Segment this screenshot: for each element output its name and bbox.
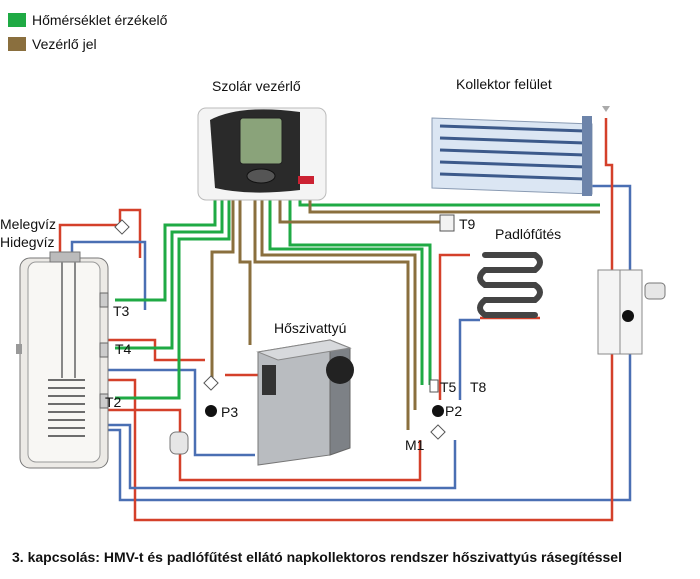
- figure-caption: 3. kapcsolás: HMV-t és padlófűtést ellát…: [12, 549, 622, 565]
- legend-item-temperature: Hőmérséklet érzékelő: [8, 12, 167, 28]
- wiring: [115, 198, 600, 430]
- pipe-mixer-cold: [108, 423, 457, 490]
- sensor-wire-collector: [298, 198, 600, 207]
- label-sensor-t4: T4: [115, 341, 132, 357]
- label-sensor-t9: T9: [459, 216, 476, 232]
- solar-controller: [197, 107, 327, 201]
- sensor-t9-icon: [439, 214, 455, 232]
- label-sensor-t8: T8: [470, 379, 487, 395]
- pipe-floor-return: [458, 318, 480, 400]
- pipes: [58, 118, 632, 522]
- sensor-t4-icon: [99, 342, 109, 358]
- solar-collector: [431, 116, 593, 196]
- pipe-mixer-hot: [108, 408, 422, 482]
- sensor-wire-t4: [115, 198, 224, 350]
- label-sensor-t3: T3: [113, 303, 130, 319]
- fittings: [99, 214, 455, 455]
- legend-item-control: Vezérlő jel: [8, 36, 97, 52]
- p3-valve: [203, 375, 219, 391]
- pipe-collector-cold: [108, 184, 632, 502]
- legend-label-temperature: Hőmérséklet érzékelő: [32, 12, 168, 28]
- label-sensor-t5: T5: [440, 379, 457, 395]
- heat-exchanger-station: [597, 106, 666, 355]
- legend-label-control: Vezérlő jel: [32, 36, 97, 52]
- pipe-hp-cold: [108, 368, 255, 457]
- label-collector: Kollektor felület: [456, 76, 552, 92]
- station-pump-icon: [622, 310, 634, 322]
- controller-dial: [246, 168, 276, 184]
- label-pump-p2: P2: [445, 403, 463, 419]
- label-hot-water: Melegvíz: [0, 216, 57, 232]
- heat-pump-fan: [326, 356, 354, 384]
- sensor-wire-t2: [115, 198, 231, 400]
- sensor-wire-t8: [268, 198, 424, 385]
- heat-pump-unit: [256, 339, 354, 466]
- storage-tank: [16, 251, 109, 469]
- sensor-t3-icon: [99, 292, 109, 308]
- control-wire-m1: [253, 198, 410, 430]
- controller-logo: [298, 176, 314, 184]
- sensor-t2-icon: [99, 393, 109, 409]
- pump-p2-icon: [432, 405, 444, 417]
- floor-heating-coil: [477, 252, 543, 318]
- collector-tubes: [439, 124, 586, 181]
- control-wire-p2: [260, 198, 417, 410]
- sensor-t5-icon: [429, 379, 439, 393]
- pipe-collector-hot: [108, 118, 614, 522]
- label-heat-pump: Hőszivattyú: [274, 320, 347, 336]
- control-wire-p3: [210, 198, 235, 382]
- label-cold-water: Hidegvíz: [0, 234, 55, 250]
- legend-swatch-brown: [8, 37, 26, 51]
- control-wire-t9: [278, 198, 440, 224]
- label-mixer-m1: M1: [405, 437, 425, 453]
- expansion-vessel-left: [169, 431, 189, 455]
- pump-p3-icon: [205, 405, 217, 417]
- sensor-wire-t3: [115, 198, 217, 302]
- expansion-vessel-right: [644, 282, 666, 300]
- mixer-m1-icon: [430, 424, 446, 440]
- control-wire-hp: [238, 198, 252, 345]
- label-floor-heating: Padlófűtés: [495, 226, 562, 242]
- tank-coil: [48, 379, 85, 437]
- control-wire-hx: [308, 198, 600, 214]
- label-sensor-t2: T2: [105, 394, 122, 410]
- pipe-hotwater-out: [58, 208, 142, 258]
- pipe-coldwater-in: [70, 240, 147, 310]
- legend-swatch-green: [8, 13, 26, 27]
- tank-mixing-valve: [114, 219, 130, 235]
- label-solar-controller: Szolár vezérlő: [212, 78, 301, 94]
- label-pump-p3: P3: [221, 404, 239, 420]
- controller-display: [239, 117, 283, 165]
